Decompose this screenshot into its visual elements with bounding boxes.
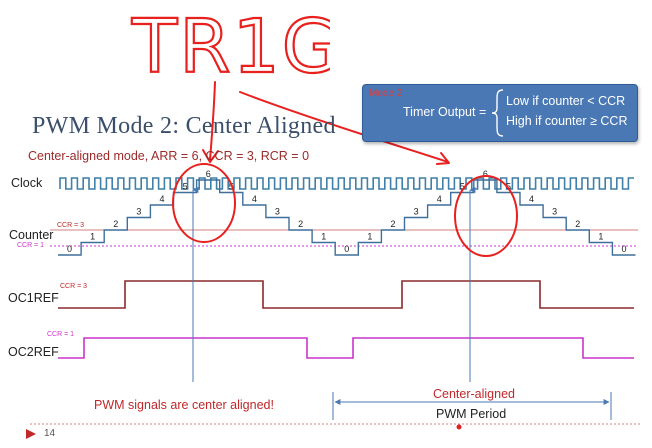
counter-value-label: 4 [529,194,534,204]
clock-waveform [59,177,634,190]
counter-value-label: 3 [552,207,557,217]
counter-value-label: 4 [252,194,257,204]
mode-case-low: Low if counter < CCR [506,94,626,108]
counter-value-label: 1 [598,232,603,242]
counter-value-label: 6 [206,169,211,179]
mode-definition-box: Mode 2 Timer Output = Low if counter < C… [362,84,638,142]
counter-value-label: 2 [575,219,580,229]
mode-lhs: Timer Output = [403,105,487,119]
counter-value-label: 0 [621,244,626,254]
pwm-period-label: PWM Period [436,407,507,421]
counter-staircase [58,179,636,256]
slide-subtitle: Center-aligned mode, ARR = 6, CCR = 3, R… [28,149,310,163]
brace-icon [491,89,504,137]
counter-value-label: 2 [390,219,395,229]
oc2ref-waveform [58,337,634,359]
counter-value-label: 5 [183,182,188,192]
ccr1-counter-label: CCR = 1 [17,242,45,249]
counter-value-label: 0 [67,244,72,254]
oc2ref-label: OC2REF [8,345,59,359]
counter-value-label: 1 [321,232,326,242]
annotation-arrow-down-head [202,149,219,163]
trig-annotation-text: TR1G [131,4,330,84]
counter-value-label: 4 [159,194,164,204]
counter-value-label: 4 [437,194,442,204]
page-arrow-icon [26,429,36,439]
counter-value-label: 2 [113,219,118,229]
counter-label: Counter [9,228,54,242]
slide-title: PWM Mode 2: Center Aligned [32,113,336,139]
center-aligned-caption: Center-aligned [433,387,515,401]
counter-value-label: 3 [136,207,141,217]
counter-value-label: 1 [90,232,95,242]
clock-label: Clock [11,176,43,190]
center-aligned-note: PWM signals are center aligned! [94,398,274,412]
counter-value-label: 1 [367,232,372,242]
counter-value-label: 3 [275,207,280,217]
counter-value-label: 3 [414,207,419,217]
ccr3-oc1-label: CCR = 3 [60,283,88,290]
annotation-arrow-right [239,91,449,163]
annotation-circle-2 [454,175,518,257]
counter-value-label: 5 [460,182,465,192]
annotation-circle-1 [172,163,236,243]
counter-value-label: 2 [298,219,303,229]
oc1ref-label: OC1REF [8,291,59,305]
counter-value-label: 0 [344,244,349,254]
handwritten-annotations [172,81,518,257]
mode-tag: Mode 2 [369,88,403,99]
trig-annotation: TR1G [130,4,330,84]
annotation-arrow-right-head [436,152,450,165]
counter-value-label: 6 [483,169,488,179]
ccr1-oc2-label: CCR = 1 [47,331,75,338]
center-dot-icon [456,424,462,430]
oc1ref-waveform [58,280,634,309]
ccr3-counter-label: CCR = 3 [57,222,85,229]
page-number: 14 [44,428,56,439]
counter-value-label: 5 [506,182,511,192]
mode-case-high: High if counter ≥ CCR [506,114,628,128]
annotation-arrow-down [209,81,216,161]
